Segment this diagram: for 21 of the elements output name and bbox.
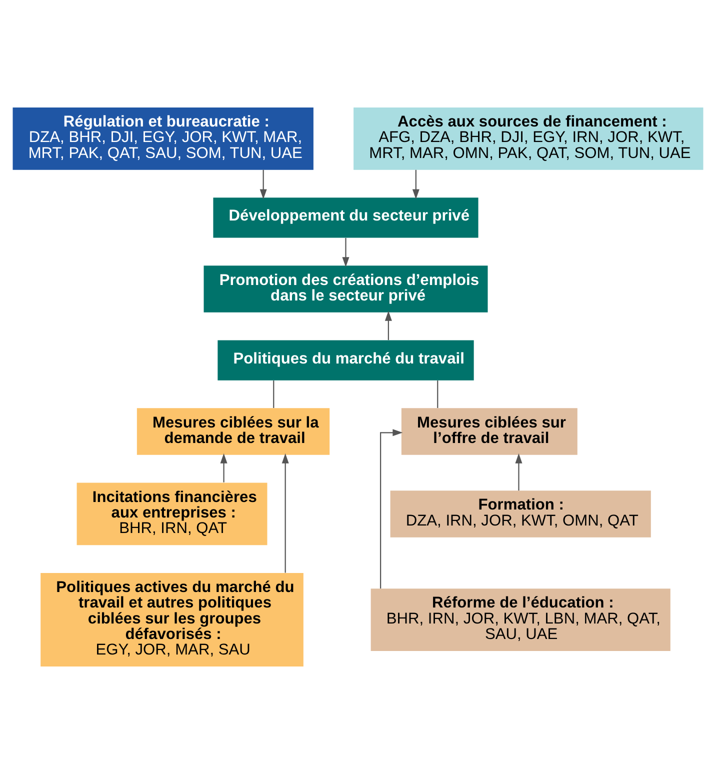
connector [437, 380, 438, 408]
arrow [260, 169, 267, 199]
node-box: Promotion des créations d’emplois dans le secteur privé [204, 265, 488, 312]
node-box: Formation : DZA, IRN, JOR, KWT, OMN, QAT [390, 490, 651, 537]
node-box: Mesures ciblées sur l’offre de travail [401, 408, 578, 454]
node-box: Régulation et bureaucratie : DZA, BHR, DJI, EGY, JOR, KWT, MAR, MRT, PAK, QAT, SAU, SOM, TUN, UAE [12, 106, 314, 170]
node-box: Accès aux sources de financement : AFG, DZA, BHR, DJI, EGY, IRN, JOR, KWT, MRT, MAR, OMN, PAK, QAT, SOM, TUN, UAE [354, 106, 704, 170]
arrow [282, 452, 289, 572]
node-box: Développement du secteur privé [213, 197, 478, 238]
node-box: Réforme de l’éducation : BHR, IRN, JOR, KWT, LBN, MAR, QAT, SAU, UAE [370, 588, 670, 650]
arrow [342, 237, 350, 267]
node-box: Politiques actives du marché du travail et autres politiques ciblées sur les groupes défavorisés : EGY, JOR, MAR, SAU [40, 572, 304, 666]
arrow [220, 452, 228, 482]
node-box: Mesures ciblées sur la demande de travail [136, 408, 330, 454]
node-box: Politiques du marché du travail [218, 340, 474, 380]
arrow [515, 452, 522, 490]
arrow [412, 169, 420, 199]
arrow [384, 310, 392, 340]
arrow [380, 428, 403, 588]
node-box: Incitations financières aux entreprises : BHR, IRN, QAT [76, 482, 268, 545]
connector [273, 380, 274, 408]
